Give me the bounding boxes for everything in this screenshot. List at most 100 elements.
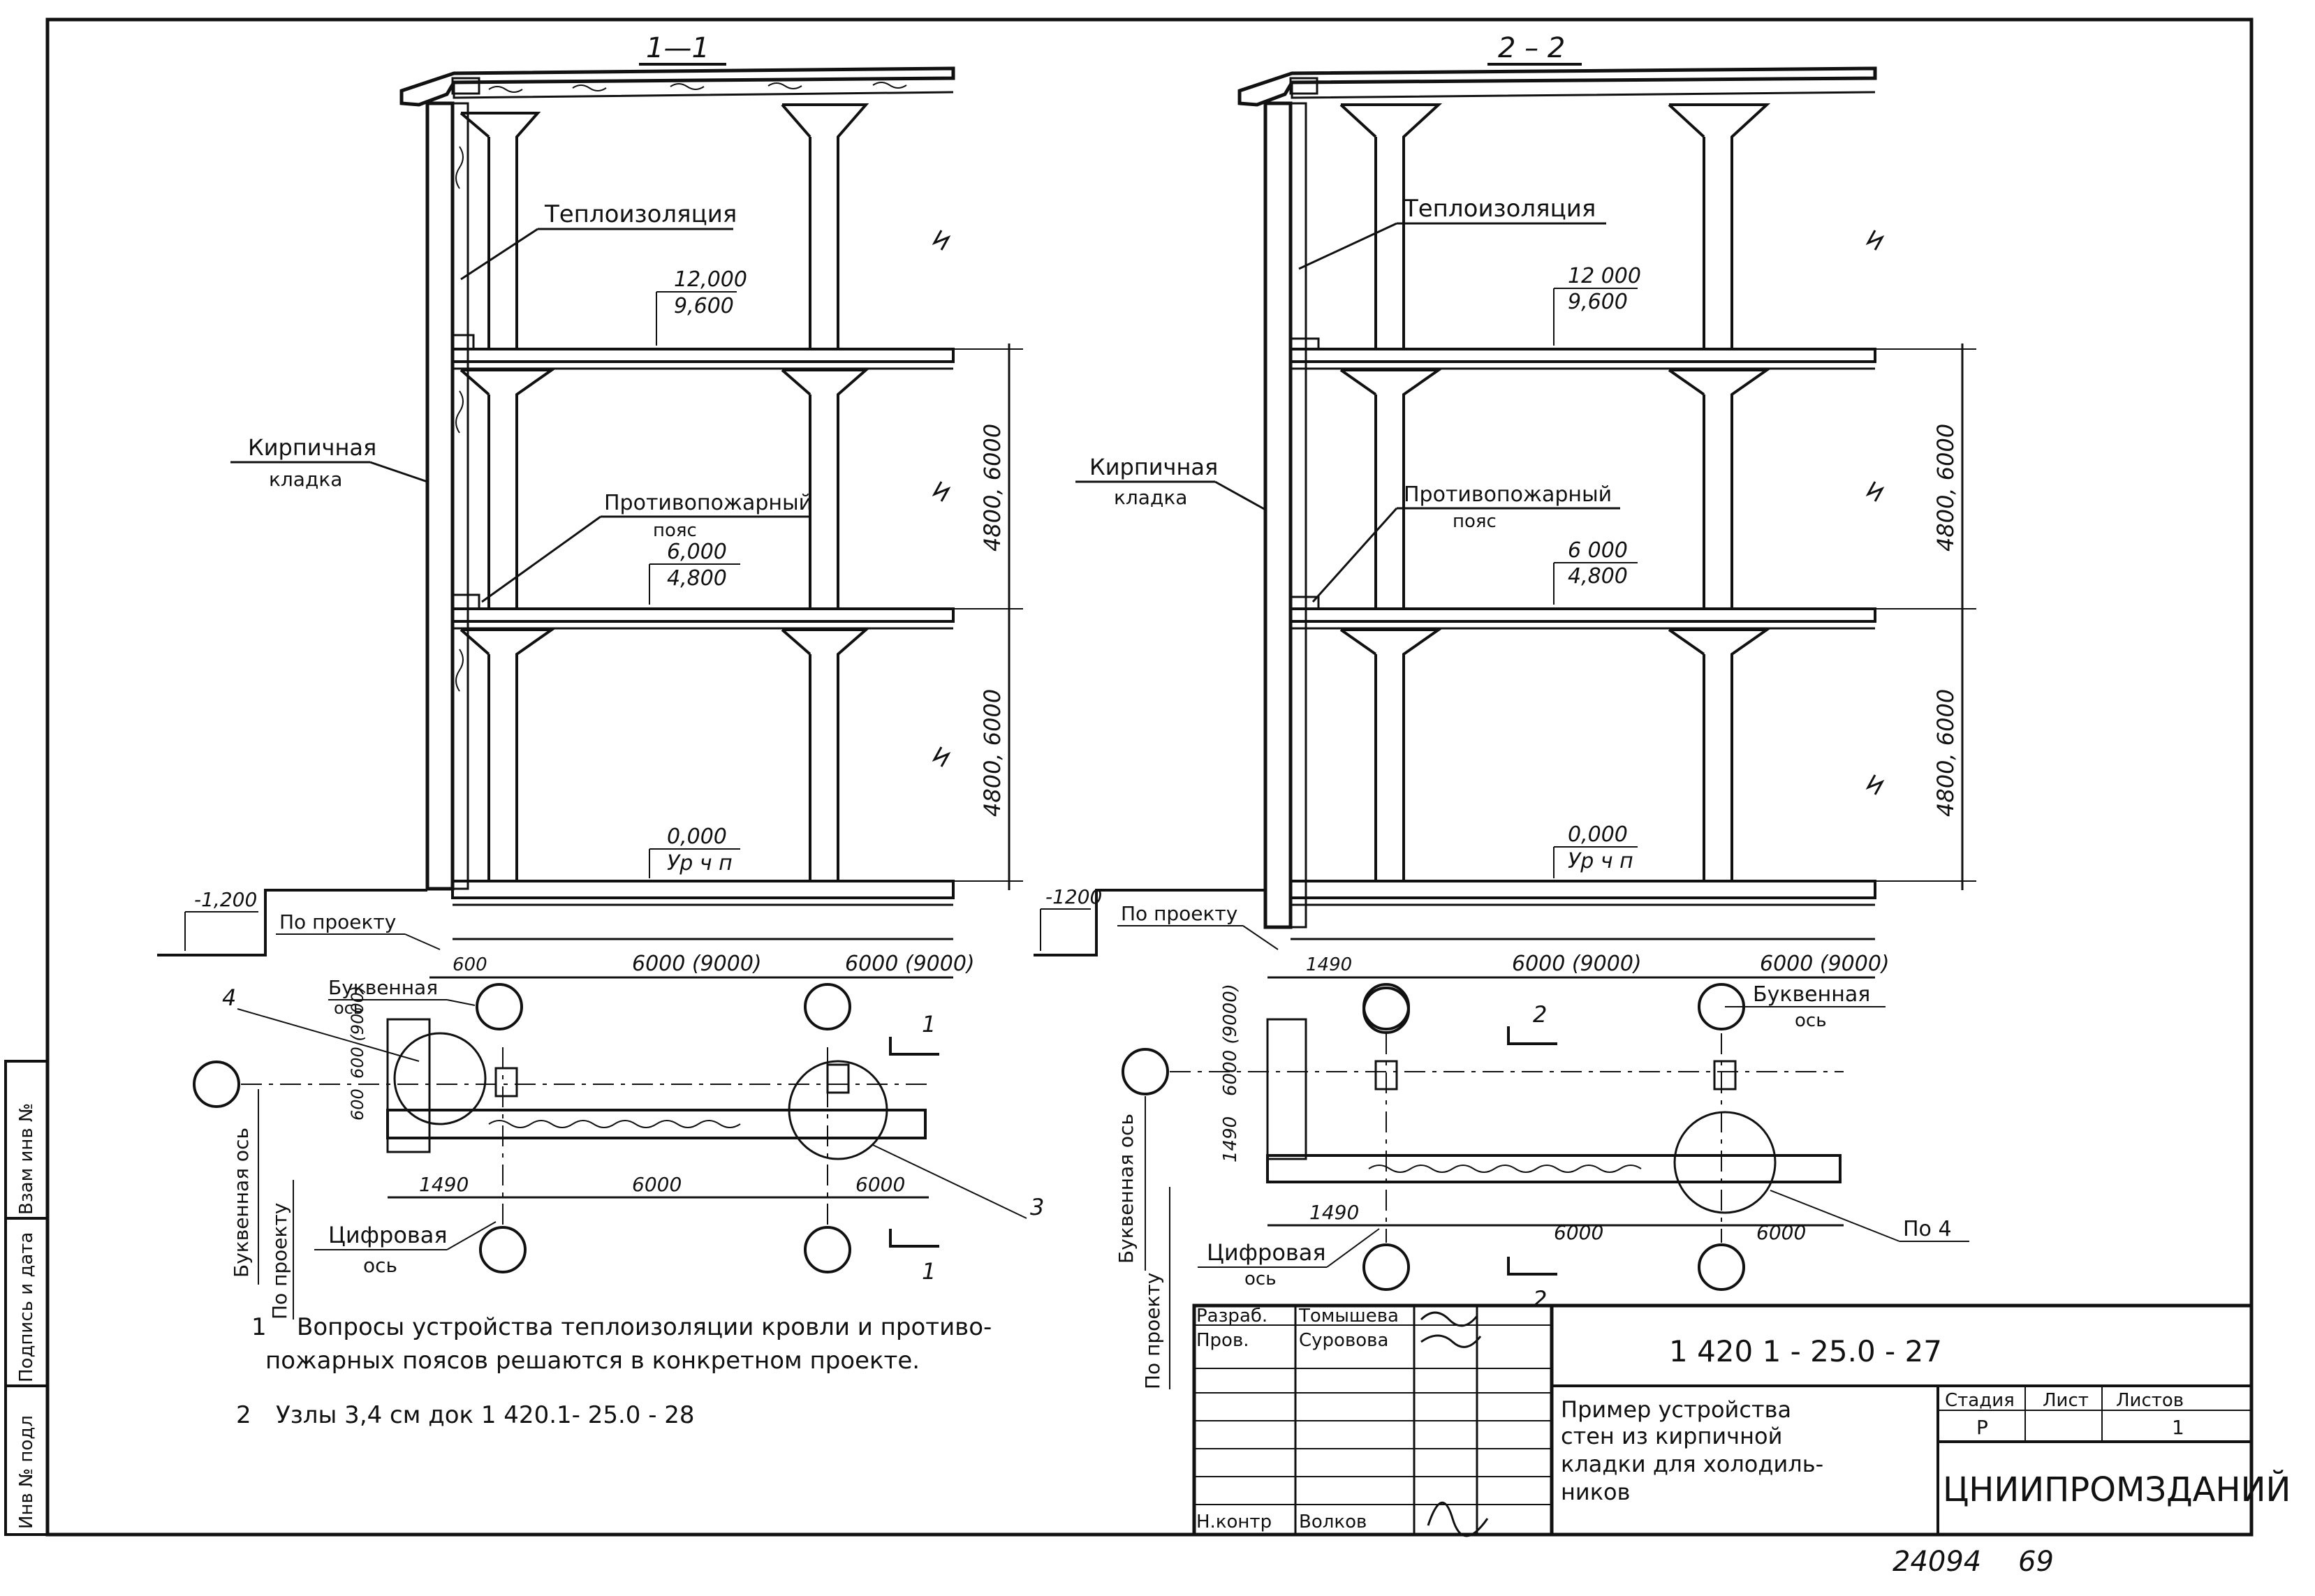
plan-2-cut-mark-top: 2: [1533, 1001, 1547, 1028]
note-1-line-2: пожарных поясов решаются в конкретном пр…: [265, 1347, 920, 1375]
plan-2-dim-6000-a: 6000: [1554, 1221, 1603, 1244]
section-2-letter-axis-1: Буквенная: [1753, 982, 1870, 1007]
section-1-fire-belt-label-1: Противопожарный: [604, 491, 812, 515]
section-2-height-dim-1: 4800, 6000: [1932, 424, 1959, 552]
side-stamp: Взам инв № Подпись и дата Инв № подл: [4, 1060, 49, 1536]
section-1-masonry-label-1: Кирпичная: [248, 434, 376, 461]
plan-2-per-project-vertical: По проекту: [1141, 1273, 1164, 1389]
plan-1-dim-600-9000: 600 (9000): [348, 986, 367, 1079]
section-2-fire-belt-label-1: Противопожарный: [1404, 482, 1612, 507]
section-1-height-dim-2: 4800, 6000: [979, 689, 1006, 817]
plan-1-node-circle-4: [393, 1032, 487, 1125]
role-developer: Разраб.: [1196, 1306, 1267, 1327]
section-1-span-1: 6000 (9000): [632, 952, 762, 976]
name-developer: Томышева: [1298, 1306, 1399, 1327]
plan-2-node-circle: [1673, 1111, 1777, 1214]
stamp-cell-2: Подпись и дата: [16, 1232, 37, 1382]
plan-1-per-project-vertical: По проекту: [268, 1203, 291, 1320]
plan-2-node-ref: По 4: [1903, 1217, 1952, 1241]
section-2-level-zero-a: 0,000: [1568, 822, 1628, 847]
plan-1-cut-mark-bottom: 1: [922, 1258, 936, 1285]
stamp-cell-1: Взам инв №: [16, 1103, 37, 1215]
section-2-ground-level: -1200: [1045, 885, 1102, 908]
sheets-label: Листов: [2116, 1390, 2184, 1411]
stage-value: Р: [1976, 1416, 1988, 1439]
section-2-level-mid-a: 6 000: [1568, 538, 1628, 563]
plan-2-digit-axis-2: ось: [1244, 1269, 1277, 1290]
sheet-frame: [45, 17, 2254, 1537]
plan-1-letter-axis-1: Буквенная: [328, 976, 438, 999]
section-1-level-zero-a: 0,000: [667, 825, 727, 849]
plan-1-digit-axis-1: Цифровая: [328, 1222, 448, 1248]
plan-2-axis-bubble-letter: [1122, 1048, 1169, 1095]
plan-2-dim-1490-a: 1490: [1220, 1116, 1241, 1162]
section-2-level-mid-b: 4,800: [1568, 564, 1628, 589]
note-1-number: 1: [251, 1313, 267, 1341]
name-checker: Суровова: [1299, 1330, 1388, 1351]
plan-2-cut-mark-bottom: 2: [1533, 1286, 1547, 1313]
section-1-1: 1—1 4800, 6000: [157, 32, 1023, 1030]
section-2-2: 2 – 2 4800, 6000 4800, 6000 Теплоизоляци…: [1034, 32, 1976, 1031]
plan-2-dim-6000-b: 6000: [1756, 1221, 1806, 1244]
organization: ЦНИИПРОМЗДАНИЙ: [1943, 1470, 2291, 1509]
role-norm-control: Н.контр: [1196, 1512, 1272, 1532]
section-1-dim-600: 600: [453, 954, 487, 975]
plan-1-dim-6000-a: 6000: [632, 1173, 682, 1196]
section-2-masonry-label-2: кладка: [1114, 486, 1187, 509]
section-1-ground-level: -1,200: [194, 888, 257, 911]
section-2-span-1: 6000 (9000): [1512, 952, 1642, 976]
plan-1-axis-bubble-digit-right: [804, 1226, 851, 1273]
inventory-number: 24094: [1893, 1546, 1981, 1578]
drawing-title-3: кладки для холодиль-: [1561, 1451, 1823, 1477]
section-2-height-dim-2: 4800, 6000: [1932, 689, 1959, 817]
drawing-title-1: Пример устройства: [1561, 1396, 1791, 1423]
section-1-fire-belt-label-2: пояс: [653, 520, 697, 541]
note-2-text: Узлы 3,4 см док 1 420.1- 25.0 - 28: [276, 1401, 695, 1429]
section-2-dim-1490: 1490: [1306, 954, 1352, 975]
section-2-span-2: 6000 (9000): [1760, 952, 1890, 976]
plan-1: 4 3 Буквенная ось 600 (9000) 600 1490 60…: [193, 976, 1044, 1320]
drawing-title-4: ников: [1561, 1479, 1630, 1505]
section-1-masonry-label-2: кладка: [269, 468, 342, 491]
page-number: 69: [2018, 1546, 2054, 1578]
plan-1-axis-bubble-letter: [193, 1061, 240, 1108]
plan-1-node-4: 4: [222, 984, 236, 1011]
plan-2: 6000 (9000) 1490 1490 6000 6000 По 4 Циф…: [1115, 984, 1969, 1389]
stamp-cell-3: Инв № подл: [16, 1415, 37, 1529]
section-1-level-top-b: 9,600: [674, 294, 734, 318]
notes: 1 Вопросы устройства теплоизоляции кровл…: [236, 1313, 992, 1429]
plan-2-axis-bubble-digit-right: [1698, 1243, 1745, 1291]
document-code: 1 420 1 - 25.0 - 27: [1669, 1334, 1942, 1368]
plan-1-dim-1490: 1490: [419, 1173, 469, 1196]
plan-1-letter-axis-2: ось: [334, 998, 363, 1018]
plan-1-node-3: 3: [1030, 1194, 1044, 1220]
plan-1-dim-600: 600: [348, 1088, 367, 1121]
plan-2-digit-axis-1: Цифровая: [1207, 1239, 1326, 1266]
plan-1-node-circle-3: [788, 1060, 888, 1160]
section-1-span-2: 6000 (9000): [845, 952, 975, 976]
section-2-fire-belt-label-2: пояс: [1453, 511, 1497, 532]
section-1-level-mid-b: 4,800: [667, 566, 727, 591]
plan-1-letter-axis-vertical: Буквенная ось: [230, 1128, 253, 1278]
section-2-level-top-b: 9,600: [1568, 290, 1628, 314]
section-2-level-top-a: 12 000: [1568, 264, 1641, 288]
section-1-height-dim-1: 4800, 6000: [979, 424, 1006, 552]
note-2-number: 2: [236, 1401, 251, 1429]
role-checker: Пров.: [1196, 1330, 1249, 1351]
plan-2-dim-1490-b: 1490: [1309, 1201, 1359, 1224]
section-2-insulation-label: Теплоизоляция: [1403, 195, 1596, 223]
plan-2-dim-6000-9000: 6000 (9000): [1220, 984, 1241, 1096]
section-1-level-mid-a: 6,000: [667, 540, 727, 564]
section-2-letter-axis-2: ось: [1795, 1010, 1827, 1031]
note-1-line-1: Вопросы устройства теплоизоляции кровли …: [297, 1313, 992, 1341]
plan-2-axis-bubble-digit-left: [1362, 1243, 1410, 1291]
section-1-title: 1—1: [646, 32, 710, 64]
section-2-level-zero-b: Ур ч п: [1568, 849, 1633, 873]
section-1-insulation-label: Теплоизоляция: [544, 200, 737, 228]
plan-1-cut-mark-top: 1: [922, 1011, 936, 1037]
section-1-per-project: По проекту: [279, 910, 396, 933]
sheets-value: 1: [2172, 1416, 2184, 1439]
sheet-label: Лист: [2043, 1390, 2089, 1411]
section-1-axis-bubble-left: [476, 983, 523, 1030]
plan-2-letter-axis-vertical: Буквенная ось: [1115, 1114, 1138, 1264]
